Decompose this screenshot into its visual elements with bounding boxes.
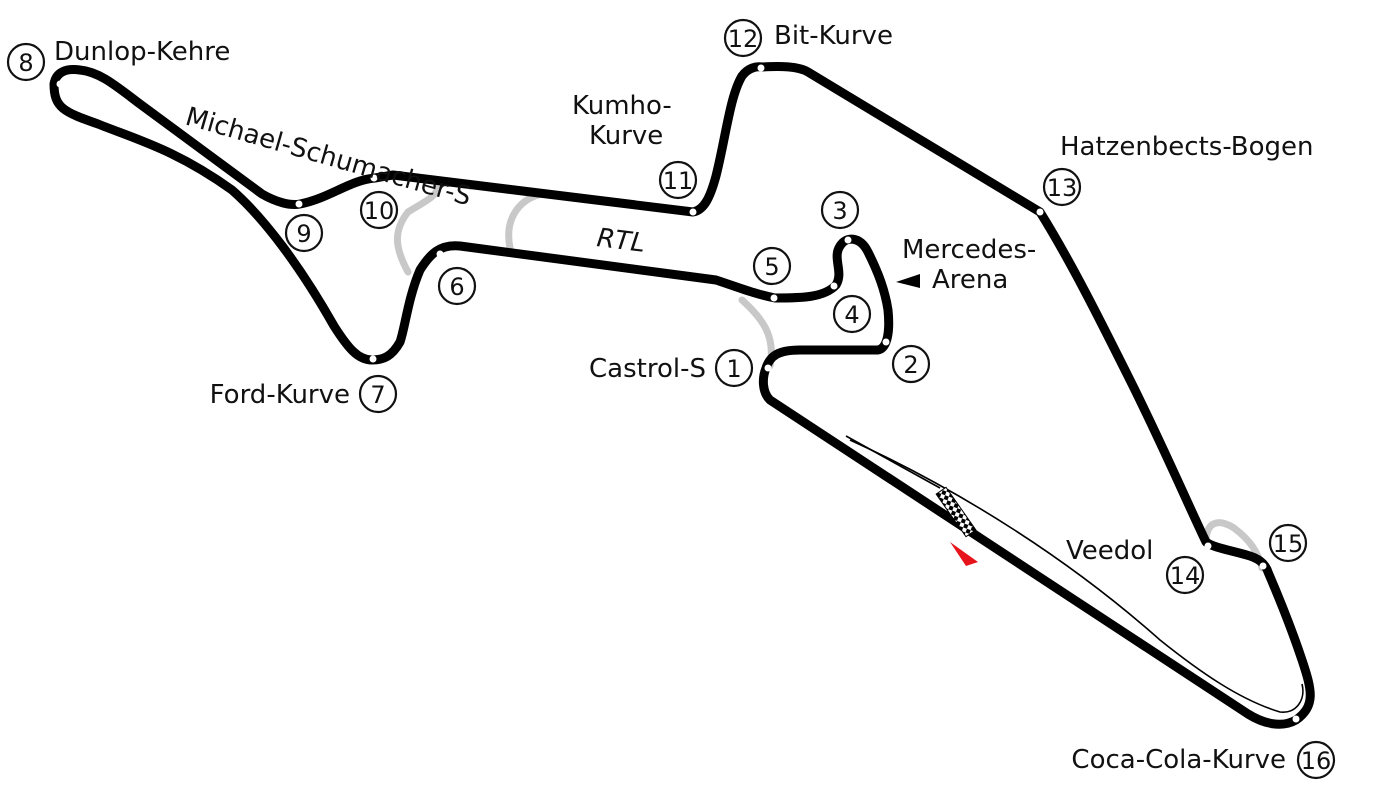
apex-dot-15 <box>1259 562 1267 570</box>
corner-marker-16[interactable]: 16 <box>1296 740 1336 780</box>
corner-labels: Castrol-S Ford-Kurve Dunlop-Kehre Michae… <box>54 21 1314 775</box>
black-pointer-icon <box>896 274 920 288</box>
apex-dot-2 <box>882 338 890 346</box>
svg-text:10: 10 <box>364 197 395 225</box>
svg-text:11: 11 <box>663 167 694 195</box>
label-veedol: Veedol <box>1066 536 1153 566</box>
apex-dot-14 <box>1204 542 1212 550</box>
corner-marker-9[interactable]: 9 <box>284 213 324 253</box>
corner-marker-5[interactable]: 5 <box>752 246 792 286</box>
corner-marker-8[interactable]: 8 <box>6 42 46 82</box>
svg-text:8: 8 <box>18 49 33 77</box>
corner-marker-12[interactable]: 12 <box>723 18 763 58</box>
label-kumho-line2: Kurve <box>589 121 663 151</box>
svg-text:13: 13 <box>1047 174 1078 202</box>
apex-dot-11 <box>689 208 697 216</box>
apex-dot-6 <box>436 250 444 258</box>
apex-dot-10 <box>370 174 378 182</box>
corner-marker-6[interactable]: 6 <box>437 266 477 306</box>
pit-lane <box>849 439 1304 713</box>
pit-lane-entry <box>845 435 941 489</box>
corner-markers: 1 2 3 4 5 6 7 8 9 10 11 12 13 14 15 16 <box>6 18 1336 780</box>
corner-marker-3[interactable]: 3 <box>820 190 860 230</box>
apex-dot-9 <box>295 200 303 208</box>
label-mercedes-line2: Arena <box>932 265 1008 295</box>
apex-dot-8 <box>56 80 64 88</box>
svg-text:7: 7 <box>370 381 385 409</box>
apex-dot-5 <box>770 294 778 302</box>
label-ford-kurve: Ford-Kurve <box>210 380 350 410</box>
apex-dots <box>56 64 1300 723</box>
alt-route-mercedes-short <box>393 182 442 276</box>
corner-marker-2[interactable]: 2 <box>891 344 931 384</box>
svg-text:6: 6 <box>449 273 464 301</box>
svg-text:4: 4 <box>844 301 859 329</box>
label-dunlop-kehre: Dunlop-Kehre <box>54 37 230 67</box>
corner-marker-4[interactable]: 4 <box>832 294 872 334</box>
svg-text:1: 1 <box>726 355 741 383</box>
apex-dot-12 <box>757 64 765 72</box>
svg-text:15: 15 <box>1273 530 1304 558</box>
corner-marker-11[interactable]: 11 <box>658 160 698 200</box>
label-rtl: RTL <box>595 223 647 259</box>
apex-dot-13 <box>1036 208 1044 216</box>
svg-text:5: 5 <box>764 253 779 281</box>
alt-route-rtl-link <box>505 189 552 252</box>
apex-dot-4 <box>830 282 838 290</box>
svg-text:2: 2 <box>903 351 918 379</box>
label-hatzenbects-bogen: Hatzenbects-Bogen <box>1060 132 1314 162</box>
apex-dot-7 <box>369 355 377 363</box>
svg-text:9: 9 <box>296 220 311 248</box>
red-arrow-icon <box>950 542 978 566</box>
corner-marker-7[interactable]: 7 <box>358 374 398 414</box>
checkered-flag-icon <box>935 486 977 538</box>
corner-marker-13[interactable]: 13 <box>1042 167 1082 207</box>
label-coca-cola-kurve: Coca-Cola-Kurve <box>1071 745 1286 775</box>
apex-dot-16 <box>1292 715 1300 723</box>
label-castrol-s: Castrol-S <box>589 354 706 384</box>
label-bit-kurve: Bit-Kurve <box>774 21 893 51</box>
corner-marker-10[interactable]: 10 <box>359 190 399 230</box>
corner-marker-15[interactable]: 15 <box>1268 523 1308 563</box>
corner-marker-14[interactable]: 14 <box>1165 555 1205 595</box>
svg-text:14: 14 <box>1170 562 1201 590</box>
main-track <box>49 62 1315 729</box>
apex-dot-3 <box>844 236 852 244</box>
apex-dot-1 <box>764 364 772 372</box>
label-kumho-line1: Kumho- <box>572 91 672 121</box>
svg-text:3: 3 <box>832 197 847 225</box>
corner-marker-1[interactable]: 1 <box>714 348 754 388</box>
svg-text:16: 16 <box>1301 747 1332 775</box>
svg-text:12: 12 <box>728 25 759 53</box>
label-mercedes-line1: Mercedes- <box>902 235 1036 265</box>
